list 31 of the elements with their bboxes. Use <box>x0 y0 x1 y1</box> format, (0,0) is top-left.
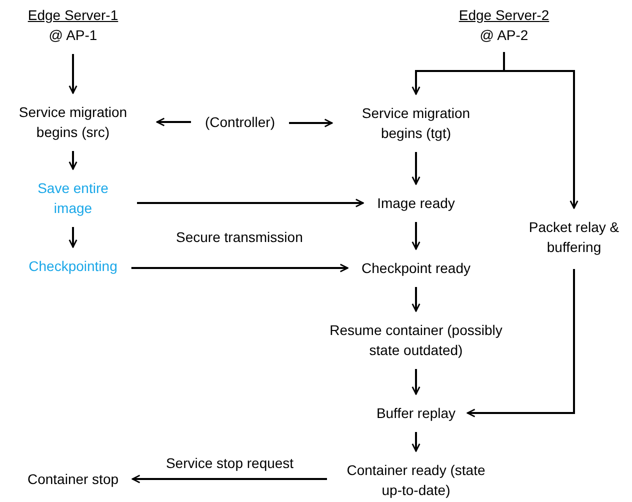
arrow <box>289 118 333 128</box>
arrow <box>68 227 78 248</box>
step-label: Buffer replay <box>376 403 456 423</box>
arrow <box>466 269 575 418</box>
step-label: (Controller) <box>205 112 275 132</box>
step-label: Image ready <box>377 193 455 213</box>
arrow <box>503 52 578 209</box>
step-label: Resume container (possibly state outdated) <box>316 320 516 360</box>
server-heading: Edge Server-1 <box>28 6 118 25</box>
step-label: @ AP-1 <box>48 26 98 45</box>
arrow <box>412 287 420 312</box>
step-label: Container stop <box>27 469 119 489</box>
arrow <box>131 264 348 272</box>
arrow <box>412 432 420 452</box>
step-label: Service migration begins (tgt) <box>346 103 486 143</box>
arrow <box>68 151 78 170</box>
step-label: Save entire image <box>23 178 123 218</box>
arrow <box>132 474 327 484</box>
step-label: Checkpoint ready <box>362 258 470 278</box>
step-label: Checkpointing <box>28 256 118 276</box>
step-label: @ AP-2 <box>480 26 528 45</box>
arrow <box>412 152 420 185</box>
step-label: Container ready (state up-to-date) <box>341 460 491 500</box>
step-label: Service migration begins (src) <box>3 102 143 142</box>
arrow <box>68 54 78 94</box>
arrow <box>137 198 364 208</box>
server-heading: Edge Server-2 <box>458 6 550 25</box>
arrow <box>412 222 420 250</box>
step-label: Packet relay & buffering <box>526 217 622 257</box>
arrow <box>156 118 191 126</box>
arrow <box>412 369 420 395</box>
